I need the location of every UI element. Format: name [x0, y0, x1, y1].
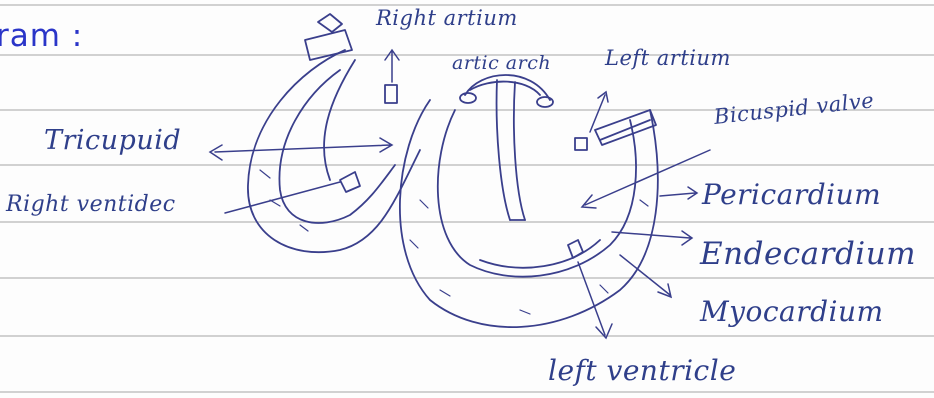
arrow-tricuspid [208, 137, 394, 161]
label-endocardium: Endecardium [700, 236, 917, 272]
label-right-atrium: Right artium [376, 6, 518, 30]
page-heading: ram : [0, 18, 84, 54]
arrow-left-ventricle [577, 261, 613, 340]
arrow-right-ventricle [224, 181, 341, 214]
label-myocardium: Myocardium [700, 295, 884, 328]
left-heart-inner [436, 109, 637, 278]
label-right-ventricle: Right ventidec [6, 192, 176, 217]
aortic-arch-drawing [464, 74, 551, 101]
label-left-atrium: Left artium [605, 46, 731, 70]
arrow-bicuspid [580, 149, 711, 209]
arrow-myocardium [619, 254, 673, 299]
label-aortic-arch: artic arch [452, 52, 552, 74]
label-pericardium: Pericardium [702, 178, 882, 211]
right-heart-outer [247, 49, 421, 254]
left-heart-outer [399, 99, 659, 329]
arrow-right-atrium [384, 48, 400, 83]
label-left-ventricle: left ventricle [548, 354, 737, 387]
arrow-left-atrium [589, 90, 609, 133]
label-tricuspid: Tricupuid [44, 125, 182, 156]
arrow-pericardium [659, 186, 699, 200]
arrow-endocardium [611, 230, 694, 246]
right-heart-inner [278, 69, 396, 224]
